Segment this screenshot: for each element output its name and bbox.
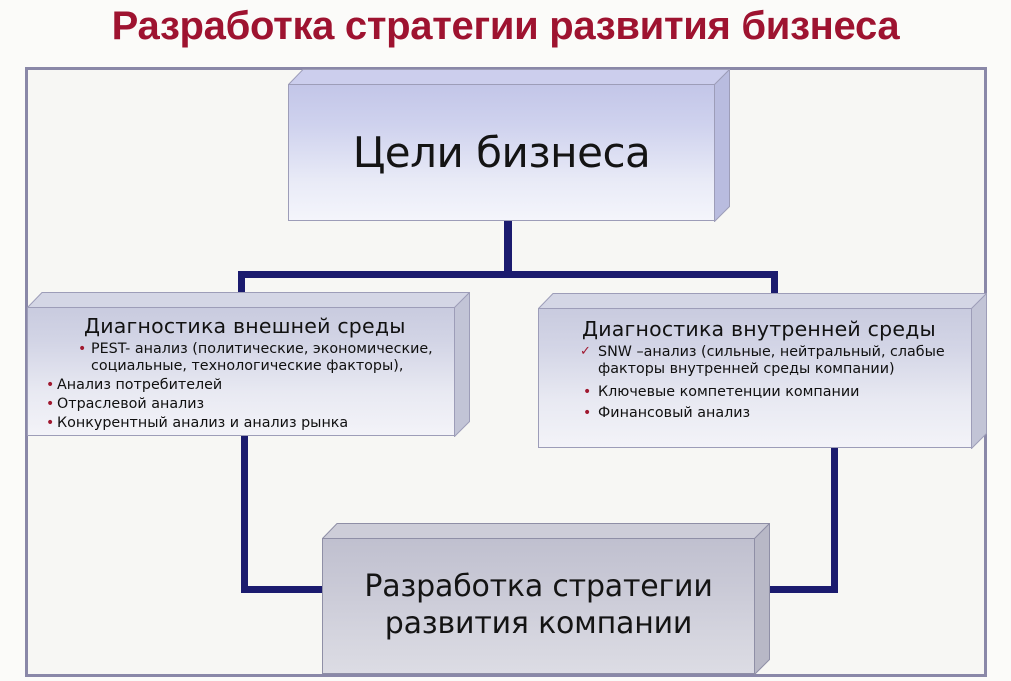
list-item-text: Конкурентный анализ и анализ рынка [57, 415, 349, 432]
list-item-text: Анализ потребителей [57, 377, 223, 394]
box-business-goals[interactable]: Цели бизнеса [288, 69, 730, 222]
list-item-text: PEST- анализ (политические, экономически… [91, 341, 433, 375]
box-top-bevel [538, 293, 987, 309]
box-face [288, 84, 715, 221]
connector-internal-down [831, 448, 838, 593]
box-top-bevel [322, 523, 770, 539]
box-internal-heading: Диагностика внутренней среды [582, 317, 936, 341]
box-external-heading: Диагностика внешней среды [84, 314, 406, 338]
list-item-text: Финансовый анализ [598, 405, 751, 422]
list-item: • PEST- анализ (политические, экономичес… [33, 341, 447, 376]
connector-goals-down [504, 221, 512, 277]
strategy-line-1: Разработка стратегии [364, 569, 713, 605]
bullet-dot-icon: • [78, 341, 87, 357]
internal-bullet-list: ✓ SNW –анализ (сильные, нейтральный, сла… [544, 344, 964, 427]
list-item: • Конкурентный анализ и анализ рынка [33, 415, 447, 432]
bullet-dot-icon: • [583, 383, 592, 400]
bullet-dot-icon: • [46, 396, 55, 413]
connector-bus-to-external [238, 271, 245, 308]
box-top-bevel [288, 69, 730, 85]
box-strategy-development[interactable]: Разработка стратегии развития компании [322, 523, 770, 675]
bullet-dot-icon: • [583, 405, 592, 422]
box-goals-label: Цели бизнеса [352, 128, 651, 177]
connector-internal-to-strategy [747, 586, 838, 593]
connector-external-to-strategy [241, 586, 331, 593]
check-mark-icon: ✓ [580, 344, 591, 359]
box-top-bevel [27, 292, 470, 308]
list-item: ✓ SNW –анализ (сильные, нейтральный, сла… [544, 344, 964, 379]
page-title: Разработка стратегии развития бизнеса [111, 4, 900, 48]
list-item-text: SNW –анализ (сильные, нейтральный, слабы… [598, 344, 945, 378]
box-side-bevel [454, 292, 470, 437]
box-side-bevel [754, 523, 770, 675]
list-item: • Анализ потребителей [33, 377, 447, 394]
box-face [322, 538, 755, 674]
list-item: • Финансовый анализ [544, 405, 964, 422]
box-face [538, 308, 972, 448]
external-bullet-list: • PEST- анализ (политические, экономичес… [33, 341, 447, 434]
list-item: • Отраслевой анализ [33, 396, 447, 413]
list-item: • Ключевые компетенции компании [544, 384, 964, 401]
box-strategy-label: Разработка стратегии развития компании [364, 569, 713, 642]
connector-bus-to-internal [771, 271, 778, 308]
list-item-text: Ключевые компетенции компании [598, 383, 860, 400]
connector-horizontal-bus [238, 271, 778, 278]
bullet-dot-icon: • [46, 377, 55, 394]
box-side-bevel [971, 293, 987, 449]
bullet-dot-icon: • [46, 415, 55, 432]
connector-external-down [241, 436, 248, 593]
list-item-text: Отраслевой анализ [57, 396, 205, 413]
box-external-diagnostics[interactable]: Диагностика внешней среды • PEST- анализ… [27, 292, 470, 437]
box-side-bevel [714, 69, 730, 222]
strategy-line-2: развития компании [384, 606, 693, 641]
box-internal-diagnostics[interactable]: Диагностика внутренней среды ✓ SNW –анал… [538, 293, 987, 449]
box-face [27, 307, 455, 436]
